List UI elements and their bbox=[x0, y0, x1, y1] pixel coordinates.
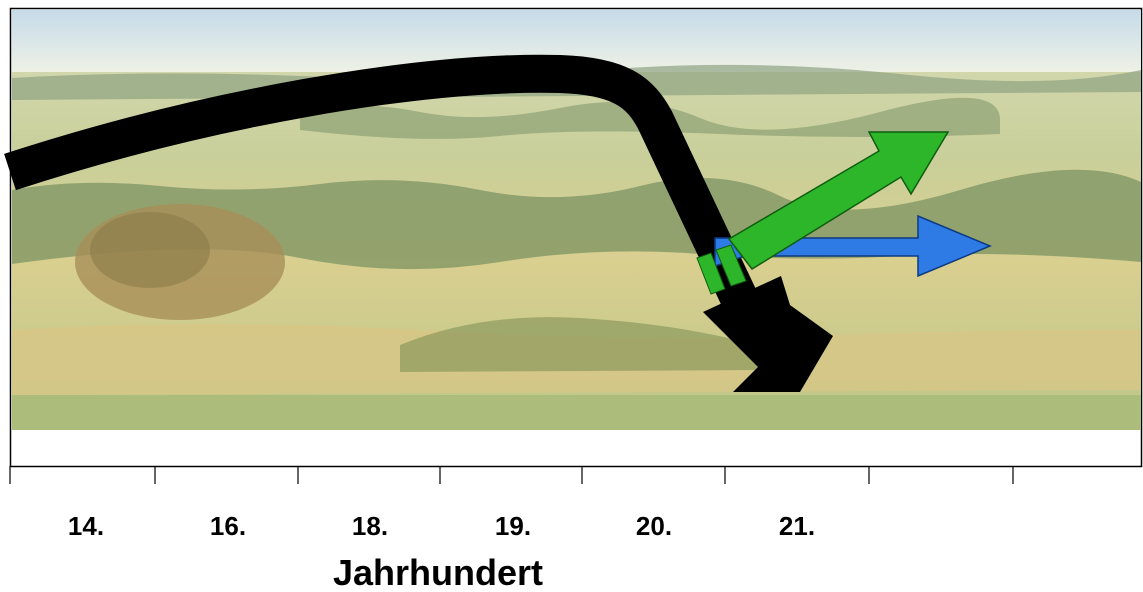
green-arrow bbox=[696, 131, 950, 295]
tick-label-21: 21. bbox=[779, 511, 815, 541]
tick-label-19: 19. bbox=[495, 511, 531, 541]
main-trend-arrow bbox=[4, 54, 833, 392]
tick-label-18: 18. bbox=[352, 511, 388, 541]
tick-label-16: 16. bbox=[210, 511, 246, 541]
tick-label-20: 20. bbox=[636, 511, 672, 541]
tick-label-14: 14. bbox=[68, 511, 104, 541]
axis-title: Jahrhundert bbox=[333, 552, 543, 592]
x-axis bbox=[9, 466, 1014, 484]
